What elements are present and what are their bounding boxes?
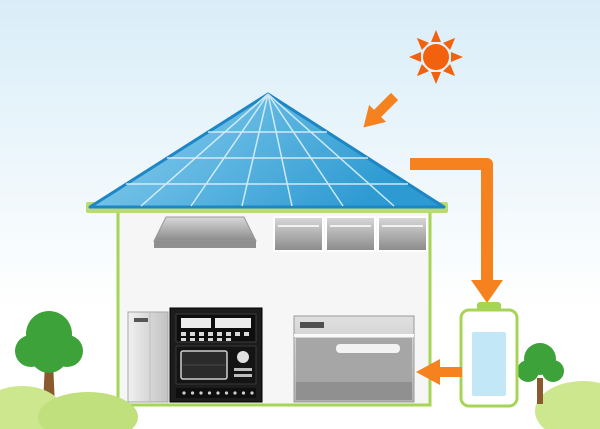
solar-panel [88,92,446,209]
battery-cell [472,332,506,396]
display-screen [181,318,211,328]
house [116,209,432,407]
base-strip [176,388,256,398]
control-panel [175,313,257,343]
storage-battery-icon [459,302,519,408]
cabinet-handle [134,318,148,322]
cabinet-unit [127,311,169,403]
roof-to-battery-arrow-icon [410,158,503,303]
sunlight-arrow-icon [363,92,399,128]
battery-to-appliance-arrow-icon [416,359,462,385]
tree-foliage [15,311,83,373]
oven-control-unit [169,307,263,403]
microwave [175,345,257,385]
button-row [181,332,249,341]
sun-rays [409,30,463,84]
sun-icon [409,30,463,84]
solar-panel-grid [126,93,408,207]
dishwasher-unit [293,315,415,403]
window-row [273,216,428,252]
kitchen-appliances [127,307,415,403]
window-pane [273,216,324,252]
second-floor-windows [153,216,428,252]
sun-disc [423,44,449,70]
tree-trunk [537,378,543,404]
vent-hood [153,216,257,248]
microwave-dial [237,351,249,363]
solar-panel-roof [88,92,446,209]
door-handle-slot [336,344,400,353]
bush-icon [535,381,600,429]
tree-icon [15,311,83,406]
display-screen [215,318,251,328]
window-pane [325,216,376,252]
tree-foliage [517,343,564,382]
small-tree-icon [517,343,564,404]
counter-handle [300,322,324,328]
bush-icon [38,392,138,429]
window-pane [377,216,428,252]
